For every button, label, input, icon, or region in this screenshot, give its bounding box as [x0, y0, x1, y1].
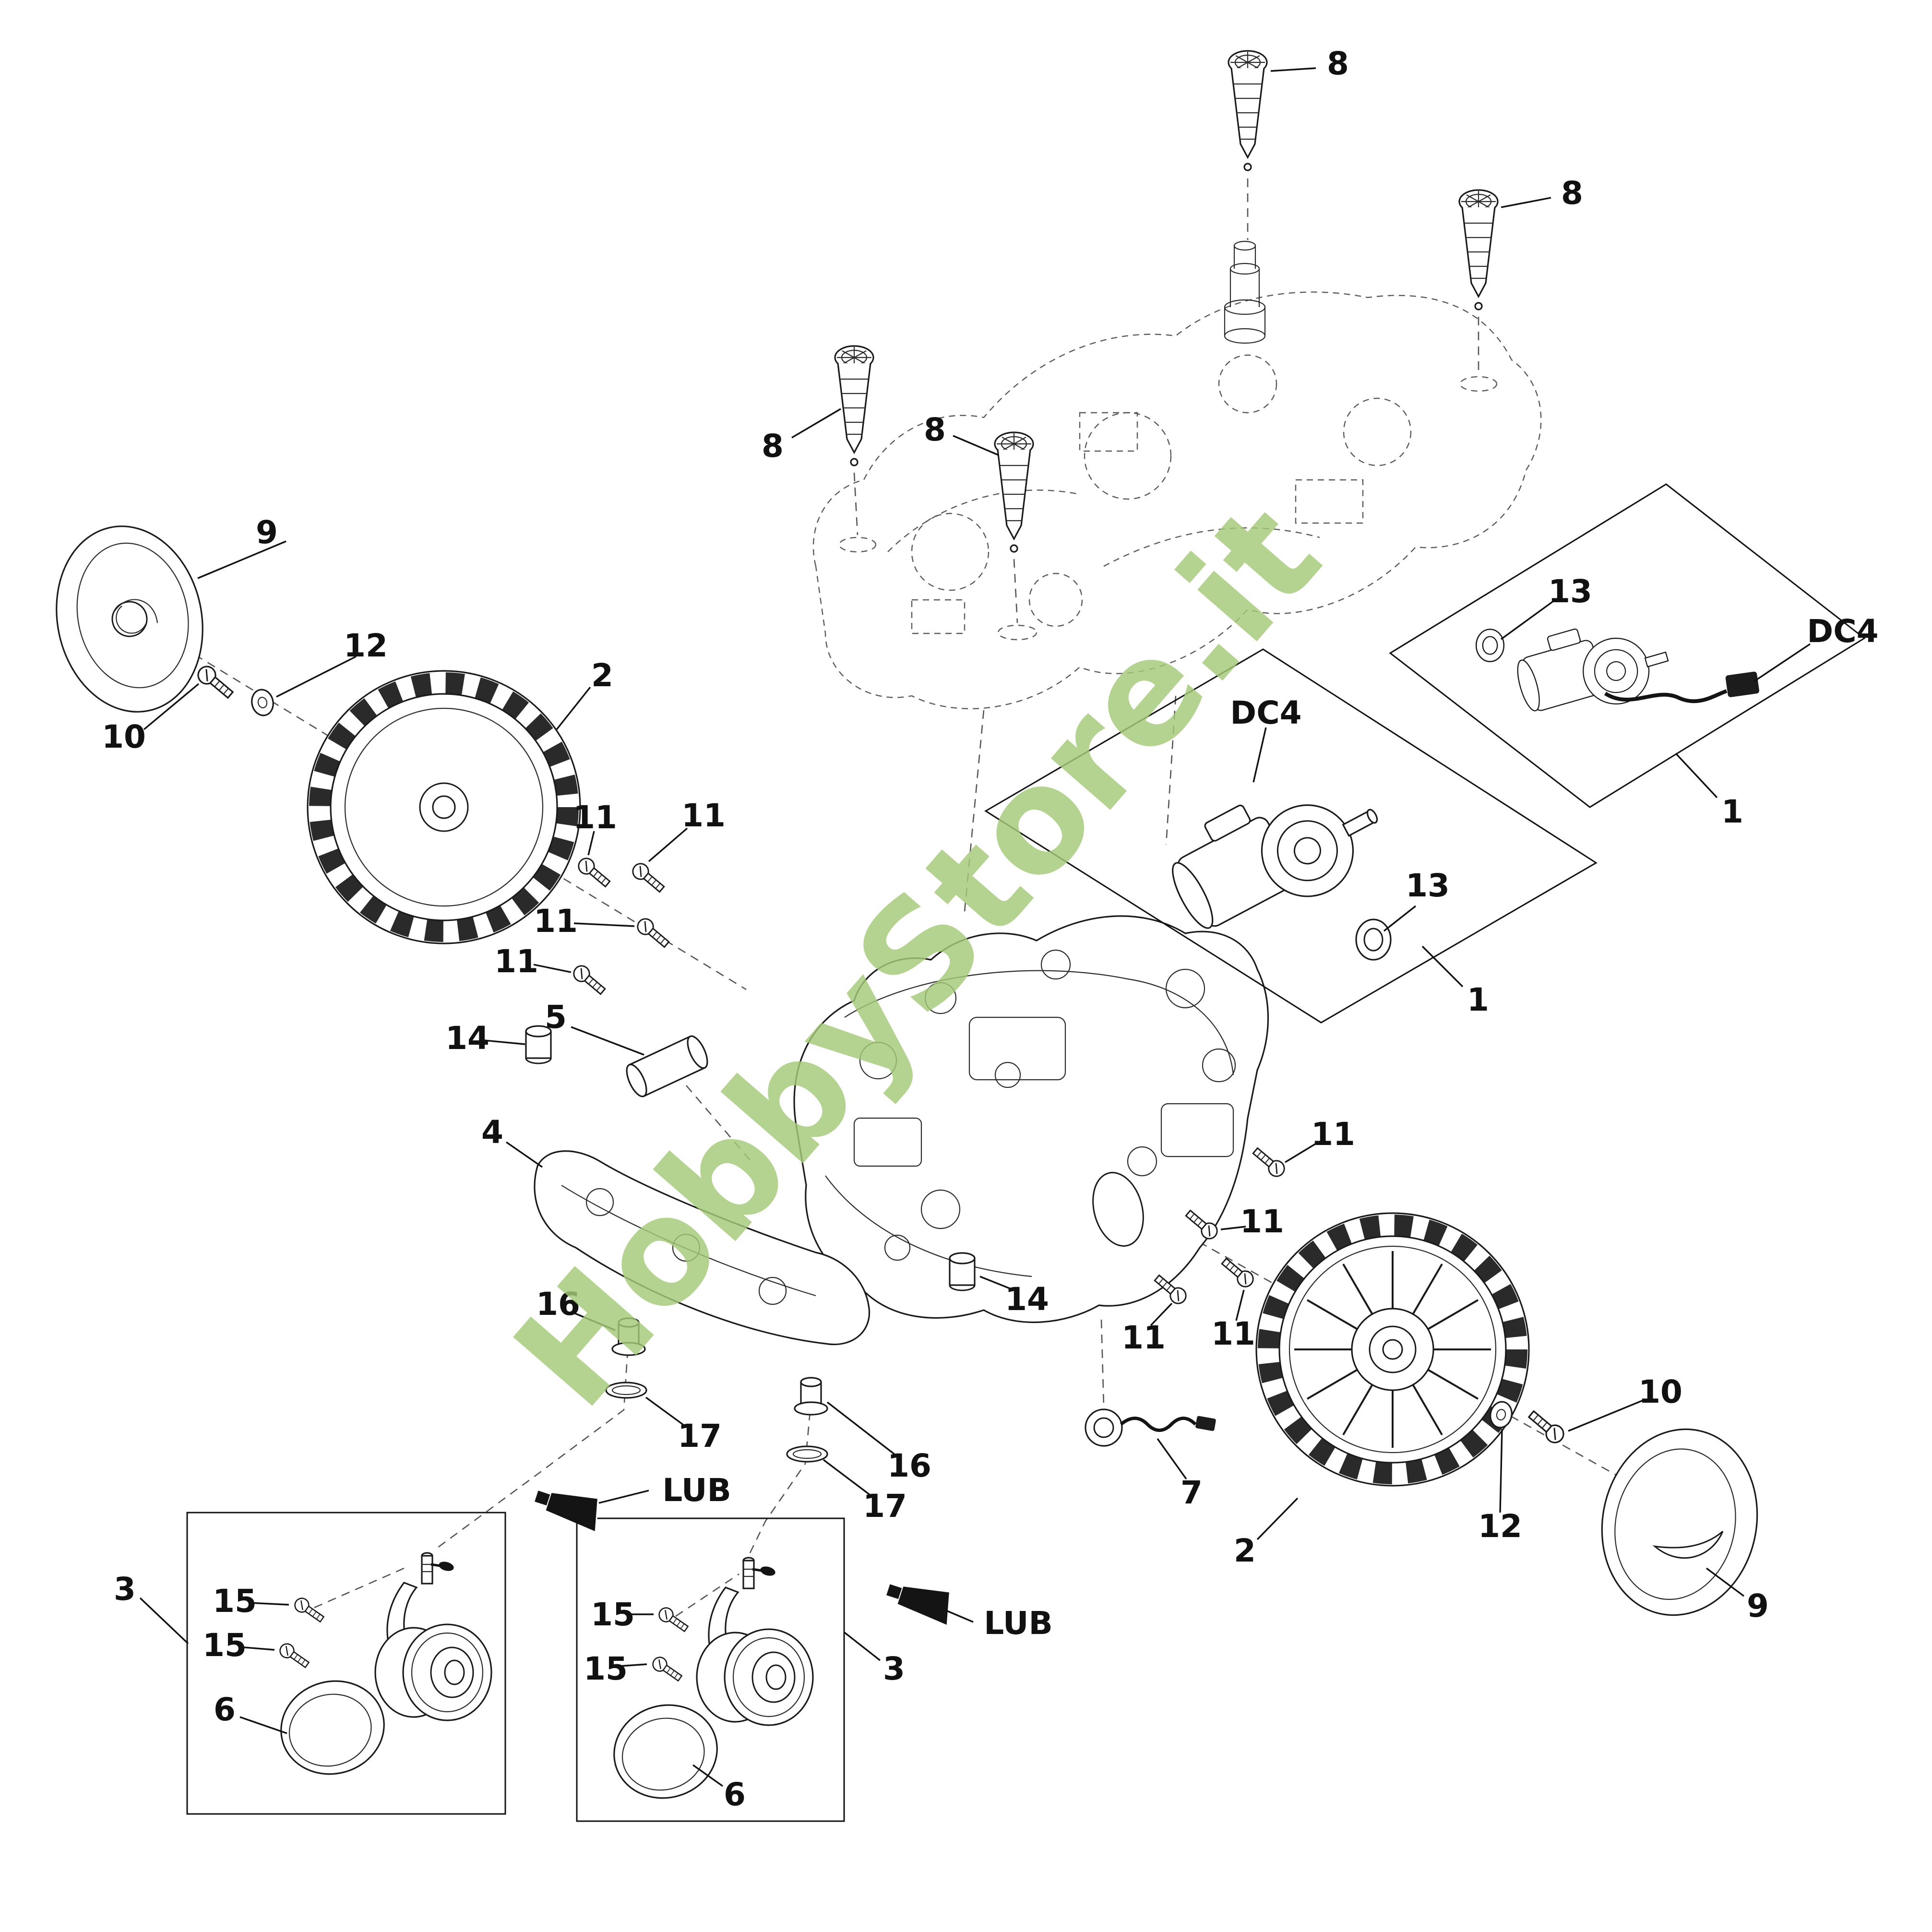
- part-callout: 8: [924, 411, 946, 448]
- grease-tube-lub: [883, 1573, 958, 1626]
- screw-8: [994, 431, 1034, 553]
- part-callout: 11: [1311, 1116, 1355, 1153]
- part-callout: 1: [1467, 981, 1489, 1018]
- front-cover-4: [534, 1150, 871, 1346]
- part-callout: 12: [1478, 1508, 1522, 1545]
- drive-wheel-2-left: [307, 670, 581, 944]
- o-ring-17: [786, 1445, 828, 1463]
- part-callout: 6: [724, 1776, 746, 1813]
- screw-8: [1228, 50, 1268, 171]
- pin-5: [626, 1035, 708, 1097]
- part-callout: 1: [1721, 793, 1743, 830]
- screw-boss-turret: [1224, 240, 1266, 344]
- screw-11: [570, 962, 608, 998]
- seal-13: [1355, 918, 1392, 961]
- screw-11: [1218, 1254, 1257, 1291]
- caster-kit-3-left: [186, 1512, 506, 1815]
- screw-8: [834, 345, 874, 466]
- motor-kit-1-upper: [1389, 483, 1866, 808]
- upper-chassis-ghost: [812, 240, 1542, 709]
- screw-11: [629, 859, 668, 896]
- sensor-cable-7: [1085, 1408, 1216, 1447]
- seal-13: [1475, 629, 1505, 662]
- screw-11: [633, 915, 672, 951]
- part-callout: 13: [1406, 867, 1450, 904]
- callout-labels: 8 8 8 8 9 12 2 10 13 DC4 DC4 1 11 11 13 …: [102, 45, 1879, 1813]
- part-callout: 4: [481, 1114, 503, 1151]
- wheel-cover-6: [603, 1693, 728, 1811]
- part-callout: DC4: [1230, 694, 1301, 731]
- part-callout: 8: [1561, 175, 1583, 212]
- part-callout: 7: [1181, 1474, 1203, 1511]
- part-callout: 14: [1005, 1281, 1049, 1318]
- bushing-16: [794, 1377, 828, 1416]
- part-callout: DC4: [1807, 613, 1878, 650]
- part-callout: 9: [1747, 1587, 1769, 1624]
- part-callout: 11: [681, 797, 726, 834]
- part-callout: 11: [573, 799, 617, 836]
- screw-10: [194, 662, 237, 703]
- part-callout: 14: [445, 1020, 489, 1057]
- part-callout: 10: [102, 718, 146, 755]
- caster-kit-3-right: [576, 1517, 845, 1822]
- bushing-14: [949, 1252, 976, 1291]
- part-callout: 11: [1240, 1203, 1284, 1240]
- part-callout: 11: [534, 903, 578, 940]
- screw-15: [656, 1604, 691, 1635]
- wheel-cover-6: [270, 1669, 395, 1787]
- small-hardware: [525, 854, 1288, 1463]
- wheel-motor-dc4: [1517, 628, 1669, 712]
- expansion-screws-8: [834, 50, 1499, 553]
- part-callout: 15: [203, 1627, 247, 1664]
- part-callout: 11: [494, 943, 538, 980]
- part-callout: 3: [883, 1650, 905, 1687]
- cable-connector: [1725, 671, 1759, 697]
- part-callout: 17: [678, 1418, 722, 1455]
- screw-15: [291, 1595, 327, 1626]
- part-callout: 3: [114, 1571, 136, 1608]
- part-callout: 16: [887, 1447, 931, 1484]
- wheel-motor-dc4: [1172, 804, 1378, 929]
- part-callout: 16: [536, 1286, 580, 1323]
- screw-15: [276, 1640, 312, 1671]
- part-callout: 15: [584, 1650, 628, 1687]
- hubcap-9-left: [56, 525, 203, 713]
- part-callout: 15: [591, 1596, 635, 1633]
- screw-11: [574, 854, 613, 891]
- part-callout: 2: [591, 657, 613, 694]
- part-callout: 8: [762, 428, 784, 465]
- screw-15: [649, 1654, 685, 1685]
- part-callout: LUB: [662, 1472, 731, 1509]
- caster-wheel-assembly: [697, 1558, 813, 1725]
- part-callout: 11: [1121, 1319, 1166, 1356]
- leader-lines: [139, 67, 1811, 1787]
- screw-8: [1458, 189, 1499, 310]
- part-callout: 13: [1548, 573, 1592, 610]
- part-callout: 15: [213, 1583, 257, 1620]
- part-callout: 6: [214, 1691, 236, 1728]
- part-callout: 17: [863, 1488, 907, 1525]
- motor-kit-1-lower: [984, 648, 1598, 1024]
- caster-wheel-assembly: [375, 1553, 491, 1720]
- part-callout: 8: [1327, 45, 1349, 82]
- part-callout: 5: [545, 999, 567, 1036]
- chassis-pan: [793, 915, 1269, 1323]
- grease-tube-lub: [531, 1479, 607, 1532]
- part-callout: 2: [1234, 1532, 1256, 1569]
- part-callout: 11: [1211, 1315, 1255, 1352]
- screw-10: [1525, 1407, 1568, 1447]
- part-callout: 9: [256, 514, 278, 551]
- drive-wheel-2-right: [1255, 1212, 1530, 1487]
- part-callout: 10: [1638, 1373, 1682, 1410]
- part-callout: LUB: [984, 1605, 1053, 1642]
- motor-cable: [1604, 689, 1728, 704]
- part-callout: 12: [344, 627, 388, 664]
- washer-12: [249, 687, 276, 718]
- screw-11: [1250, 1144, 1288, 1181]
- hubcap-9-right: [1601, 1428, 1758, 1616]
